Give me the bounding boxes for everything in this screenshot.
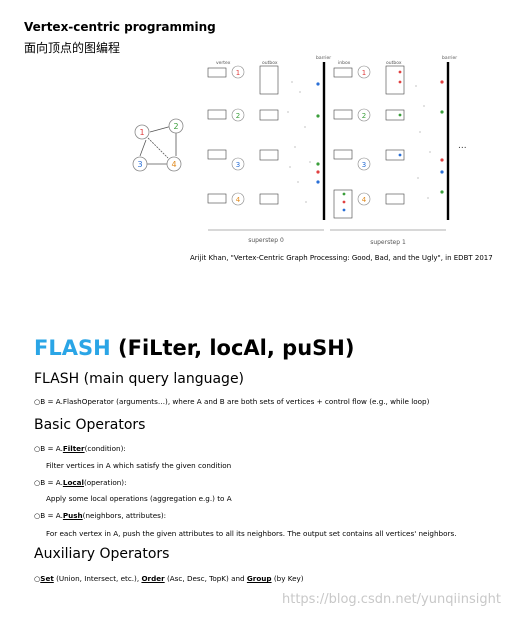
filter-desc: Filter vertices in A which satisfy the g… xyxy=(46,461,232,470)
svg-text:3: 3 xyxy=(236,161,240,169)
aux-line: ○Set (Union, Intersect, etc.), Order (As… xyxy=(34,574,304,583)
svg-text:2: 2 xyxy=(173,122,178,131)
svg-text:inbox: inbox xyxy=(338,60,351,66)
svg-text:3: 3 xyxy=(137,160,142,169)
local-desc: Apply some local operations (aggregation… xyxy=(46,494,232,503)
svg-text:vertex: vertex xyxy=(216,60,231,66)
basic-heading: Basic Operators xyxy=(34,417,146,433)
superstep0-rows: 1 2 3 4 xyxy=(207,65,279,206)
aux-heading: Auxiliary Operators xyxy=(34,546,170,562)
main-line: ○B = A.FlashOperator (arguments…), where… xyxy=(34,397,430,406)
flash-title: FLASH (FiLter, locAl, puSH) xyxy=(34,336,355,360)
push-desc: For each vertex in A, push the given att… xyxy=(46,529,457,538)
slide-subtitle: 面向顶点的图编程 xyxy=(24,41,121,55)
svg-text:4: 4 xyxy=(236,196,241,204)
svg-text:3: 3 xyxy=(362,161,366,169)
vertex-centric-figure: 1 2 3 4 vertex outbox barrier inbox outb… xyxy=(132,55,467,246)
superstep1-rows: 1 2 3 4 xyxy=(333,65,405,219)
svg-text:1: 1 xyxy=(236,69,240,77)
svg-text:...: ... xyxy=(458,141,467,151)
slide-title: Vertex-centric programming xyxy=(24,20,216,34)
watermark: https://blog.csdn.net/yunqiinsight xyxy=(282,592,501,607)
svg-text:barrier: barrier xyxy=(316,55,331,61)
superstep0-label: superstep 0 xyxy=(248,237,284,244)
svg-text:2: 2 xyxy=(236,112,240,120)
main-heading: FLASH (main query language) xyxy=(34,371,245,387)
figure-caption: Arijit Khan, "Vertex-Centric Graph Proce… xyxy=(190,254,493,262)
superstep1-label: superstep 1 xyxy=(370,239,406,246)
push-line: ○B = A.Push(neighbors, attributes): xyxy=(34,511,167,520)
graph-node-1 xyxy=(134,124,150,140)
graph-node-3 xyxy=(132,156,148,172)
local-line: ○B = A.Local(operation): xyxy=(34,478,127,487)
svg-text:outbox: outbox xyxy=(262,60,278,66)
svg-text:4: 4 xyxy=(171,160,176,169)
svg-text:1: 1 xyxy=(362,69,366,77)
filter-line: ○B = A.Filter(condition): xyxy=(34,444,126,453)
graph-node-4 xyxy=(166,156,182,172)
svg-text:barrier: barrier xyxy=(442,55,457,61)
svg-text:outbox: outbox xyxy=(386,60,402,66)
svg-text:1: 1 xyxy=(139,128,144,137)
graph-node-2 xyxy=(168,118,184,134)
svg-text:2: 2 xyxy=(362,112,366,120)
svg-text:4: 4 xyxy=(362,196,367,204)
example-graph: 1 2 3 4 xyxy=(132,118,184,172)
